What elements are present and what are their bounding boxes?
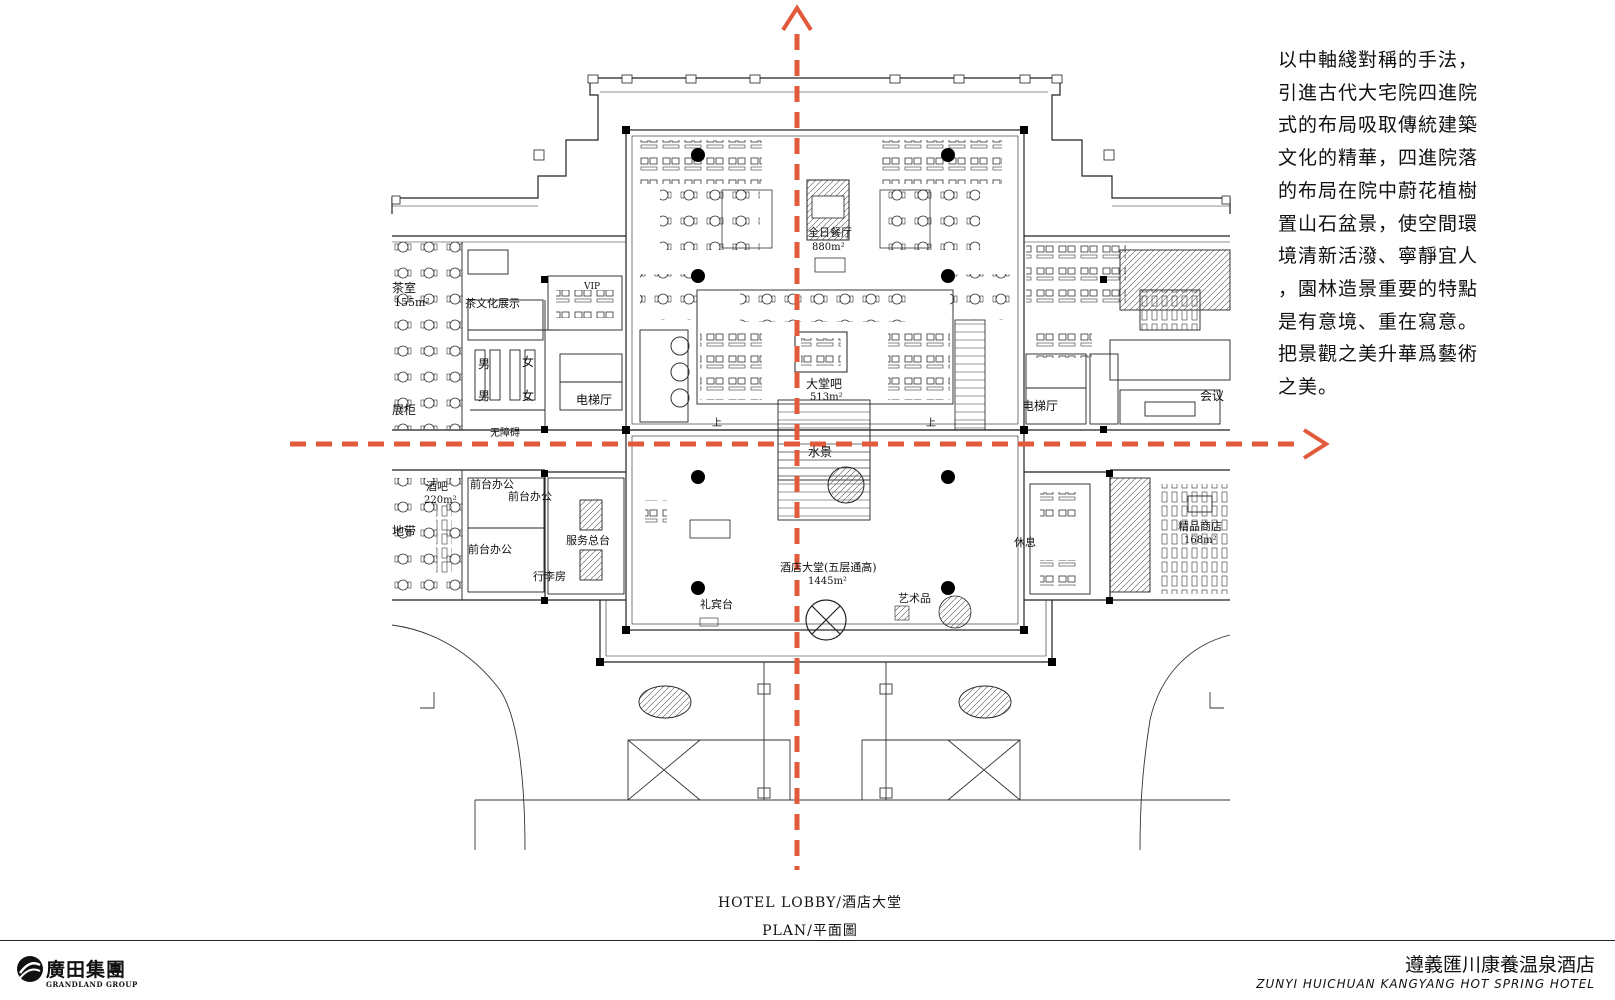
label-up-right: 上 bbox=[926, 417, 936, 429]
label-landscape-zone: 地带 bbox=[392, 524, 416, 538]
column bbox=[691, 269, 705, 283]
description-line: 置山石盆景，使空間環 bbox=[1278, 212, 1479, 235]
label-lobby-bar-area: 513m² bbox=[810, 392, 843, 403]
grandland-logo-icon bbox=[17, 956, 43, 982]
label-front-office-2: 前台办公 bbox=[508, 489, 552, 503]
hotel-english-name: ZUNYI HUICHUAN KANGYANG HOT SPRING HOTEL bbox=[1256, 977, 1595, 991]
description-line: 境清新活潑、寧靜宜人 bbox=[1278, 245, 1479, 268]
label-boutique-area: 168m² bbox=[1184, 535, 1217, 546]
column bbox=[941, 269, 955, 283]
column bbox=[941, 581, 955, 595]
label-vip: VIP bbox=[583, 282, 600, 292]
label-accessible: 无障碍 bbox=[490, 426, 520, 439]
caption-plan: PLAN/平面圖 bbox=[762, 923, 858, 939]
right-wing-rooms bbox=[1025, 244, 1231, 425]
label-artwork: 艺术品 bbox=[898, 592, 931, 605]
column bbox=[691, 581, 705, 595]
label-male-2: 男 bbox=[478, 389, 490, 403]
label-rest: 休息 bbox=[1014, 535, 1036, 549]
logo-english-name: GRANDLAND GROUP bbox=[46, 980, 138, 989]
central-axes bbox=[290, 4, 1330, 870]
label-display-cabinet: 展柜 bbox=[392, 403, 416, 417]
design-description: 以中軸綫對稱的手法， 引進古代大宅院四進院式的布局吸取傳統建築文化的精華，四進院落… bbox=[1278, 44, 1508, 404]
label-front-office-3: 前台办公 bbox=[468, 542, 512, 556]
description-line: 是有意境、重在寫意。 bbox=[1278, 310, 1479, 333]
lower-left-rooms bbox=[392, 470, 625, 600]
label-wine-bar: 酒吧 bbox=[426, 480, 448, 493]
site-drive bbox=[391, 624, 1231, 851]
arrow-head-icon bbox=[781, 4, 813, 32]
description-line: 以中軸綫對稱的手法， bbox=[1278, 49, 1479, 71]
column bbox=[691, 470, 705, 484]
description-line: 文化的精華，四進院落 bbox=[1278, 147, 1479, 170]
label-front-office-1: 前台办公 bbox=[470, 477, 514, 491]
label-concierge: 礼宾台 bbox=[700, 597, 733, 611]
description-line: 把景觀之美升華爲藝術 bbox=[1278, 343, 1479, 366]
wall-piers bbox=[541, 126, 1113, 666]
logo-chinese-name: 廣田集團 bbox=[46, 959, 127, 981]
label-wine-bar-area: 220m² bbox=[424, 495, 457, 506]
label-lobby-bar: 大堂吧 bbox=[806, 377, 842, 391]
top-wall-piers bbox=[391, 74, 1231, 205]
label-female-1: 女 bbox=[522, 354, 534, 369]
label-tea-room: 茶室 bbox=[392, 280, 416, 295]
description-line: 引進古代大宅院四進院 bbox=[1278, 81, 1479, 104]
column bbox=[941, 148, 955, 162]
label-lobby-area: 1445m² bbox=[808, 576, 847, 587]
footer-divider bbox=[0, 940, 1615, 941]
hotel-chinese-name: 遵義匯川康養温泉酒店 bbox=[1404, 954, 1595, 976]
arrow-head-icon bbox=[1302, 428, 1330, 460]
label-luggage: 行李房 bbox=[533, 569, 566, 583]
label-service-desk: 服务总台 bbox=[566, 533, 610, 547]
label-lobby: 酒店大堂(五层通高) bbox=[780, 560, 877, 574]
label-meeting: 会议 bbox=[1200, 389, 1224, 403]
label-restaurant-area: 880m² bbox=[812, 242, 845, 253]
building-outline bbox=[391, 77, 1231, 663]
shrubs bbox=[638, 685, 1012, 719]
column bbox=[941, 470, 955, 484]
all-day-restaurant bbox=[640, 140, 1010, 322]
label-elevator-right: 电梯厅 bbox=[1022, 399, 1058, 413]
column bbox=[691, 148, 705, 162]
caption-hotel-lobby: HOTEL LOBBY/酒店大堂 bbox=[717, 895, 903, 911]
description-line: 之美。 bbox=[1278, 376, 1339, 399]
label-up-left: 上 bbox=[712, 417, 722, 429]
label-tea-room-area: 155m² bbox=[394, 296, 430, 309]
company-logo: 廣田集團 GRANDLAND GROUP bbox=[16, 953, 156, 993]
label-elevator-left: 电梯厅 bbox=[576, 393, 612, 407]
label-male-1: 男 bbox=[478, 357, 490, 371]
left-wing-rooms bbox=[392, 242, 623, 430]
room-labels: 茶室 155m² 茶文化展示 VIP 男 男 女 女 无障碍 展柜 电梯厅 电梯… bbox=[392, 225, 1224, 611]
description-line: 式的布局吸取傳統建築 bbox=[1278, 114, 1479, 137]
label-water-feature: 水景 bbox=[808, 445, 832, 459]
description-line: 的布局在院中蔚花植樹 bbox=[1278, 179, 1479, 202]
structural-columns bbox=[691, 148, 955, 595]
label-restaurant: 全日餐厅 bbox=[808, 225, 852, 239]
label-female-2: 女 bbox=[522, 388, 534, 403]
lobby-bar bbox=[639, 289, 986, 431]
label-boutique: 精品商店 bbox=[1178, 519, 1222, 533]
description-line: ，園林造景重要的特點 bbox=[1278, 277, 1479, 300]
lower-right-rooms bbox=[1029, 477, 1230, 595]
label-tea-culture: 茶文化展示 bbox=[465, 296, 520, 310]
